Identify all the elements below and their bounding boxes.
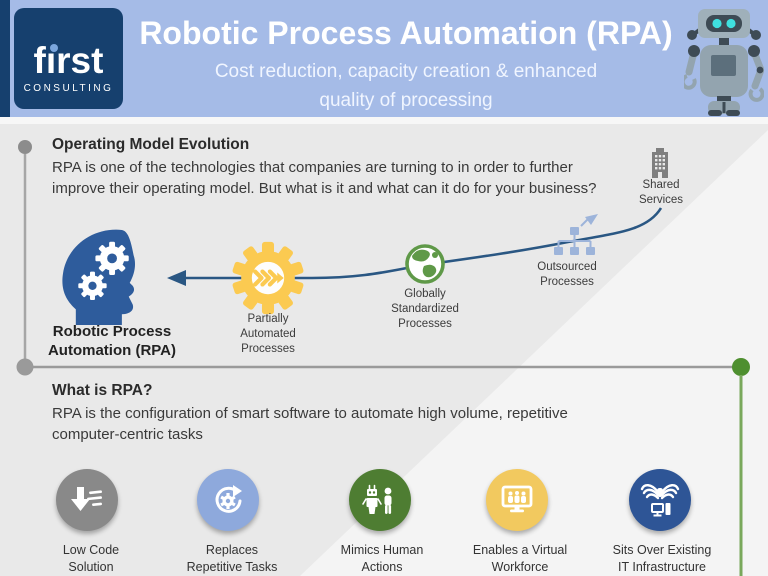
globe-icon — [405, 244, 445, 284]
feature-label: Replaces Repetitive Tasks — [186, 543, 278, 574]
header-divider — [0, 117, 768, 124]
edge-stripe — [0, 0, 10, 117]
timeline-dot — [16, 358, 34, 376]
robot-human-icon — [362, 484, 392, 514]
operating-model-body: RPA is one of the technologies that comp… — [52, 159, 597, 197]
feature-label: Sits Over Existing IT Infrastructure — [612, 543, 712, 574]
winged-it-icon — [640, 484, 680, 517]
operating-model-heading: Operating Model Evolution — [52, 136, 250, 153]
stage-label-partially-automated: Partially Automated Processes — [240, 313, 296, 355]
building-icon — [652, 148, 668, 178]
logo-i-dot — [49, 44, 58, 52]
feature-circle-replaces-tasks — [197, 469, 259, 531]
feature-circle-mimics-human — [349, 469, 411, 531]
stage-label-shared-services: Shared Services — [638, 179, 684, 206]
org-chart-icon — [554, 214, 598, 255]
timeline-green-dot — [732, 358, 750, 376]
page-subtitle: Cost reduction, capacity creation & enha… — [214, 61, 598, 112]
arrow-left-icon — [167, 270, 186, 286]
stage-label-rpa: Robotic Process Automation (RPA) — [47, 323, 177, 359]
header-titles: Robotic Process Automation (RPA) Cost re… — [128, 15, 684, 115]
feature-label: Low Code Solution — [62, 543, 120, 574]
logo-sub-text: CONSULTING — [23, 83, 114, 94]
evolution-curve — [186, 207, 663, 280]
gear-chevrons-icon — [232, 241, 304, 315]
virtual-workforce-icon — [501, 485, 533, 513]
feature-label: Enables a Virtual Workforce — [472, 543, 568, 574]
robot-mascot-icon — [684, 9, 764, 116]
first-consulting-logo: fırst CONSULTING — [14, 8, 123, 109]
what-is-rpa-body: RPA is the configuration of smart softwa… — [52, 405, 568, 443]
logo-brand-text: fırst — [33, 40, 104, 81]
what-is-rpa-heading: What is RPA? — [52, 382, 153, 399]
stage-label-outsourced: Outsourced Processes — [537, 261, 597, 288]
feature-circle-virtual-workforce — [486, 469, 548, 531]
header: fırst CONSULTING Robotic Process Automat… — [0, 0, 768, 117]
refresh-gear-icon — [215, 485, 242, 513]
background-diagonal — [300, 130, 768, 576]
feature-circle-low-code — [56, 469, 118, 531]
feature-label: Mimics Human Actions — [340, 543, 424, 574]
feature-circle-it-infrastructure — [629, 469, 691, 531]
page-title: Robotic Process Automation (RPA) — [139, 15, 673, 51]
stage-label-globally-standardized: Globally Standardized Processes — [391, 288, 459, 330]
timeline-dot — [18, 140, 32, 154]
low-code-icon — [71, 487, 103, 511]
head-gears-icon — [62, 229, 136, 325]
